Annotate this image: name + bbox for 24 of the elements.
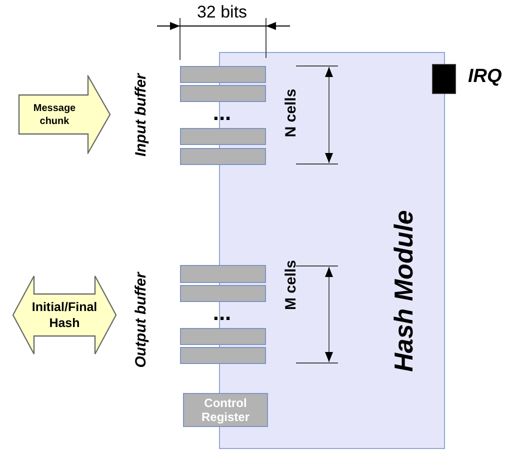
register-cell (180, 148, 266, 165)
pin-square (432, 64, 456, 94)
dimension-label: 32 bits (196, 4, 248, 20)
double-block-arrow (12, 275, 117, 355)
module-title: Hash Module (388, 210, 420, 372)
register-cell (180, 265, 266, 283)
register-cell (180, 285, 266, 302)
register-cell (180, 66, 266, 83)
dimension-label: M cells (284, 260, 298, 310)
arrow-label: Initial/Final Hash (30, 299, 98, 331)
register-cell (180, 328, 266, 345)
register-cell (180, 128, 266, 145)
buffer-label: Input buffer (134, 73, 148, 157)
ellipsis: ... (212, 302, 232, 324)
pin-label: IRQ (468, 66, 502, 88)
control-register-box (183, 393, 268, 427)
arrow-label: Message chunk (32, 102, 77, 128)
register-cell (180, 85, 266, 102)
dimension-label: N cells (284, 88, 298, 138)
buffer-label: Output buffer (134, 272, 148, 368)
block-arrow (18, 75, 111, 154)
register-label: Control Register (200, 396, 251, 424)
ellipsis: ... (212, 102, 232, 124)
register-cell (180, 347, 266, 364)
